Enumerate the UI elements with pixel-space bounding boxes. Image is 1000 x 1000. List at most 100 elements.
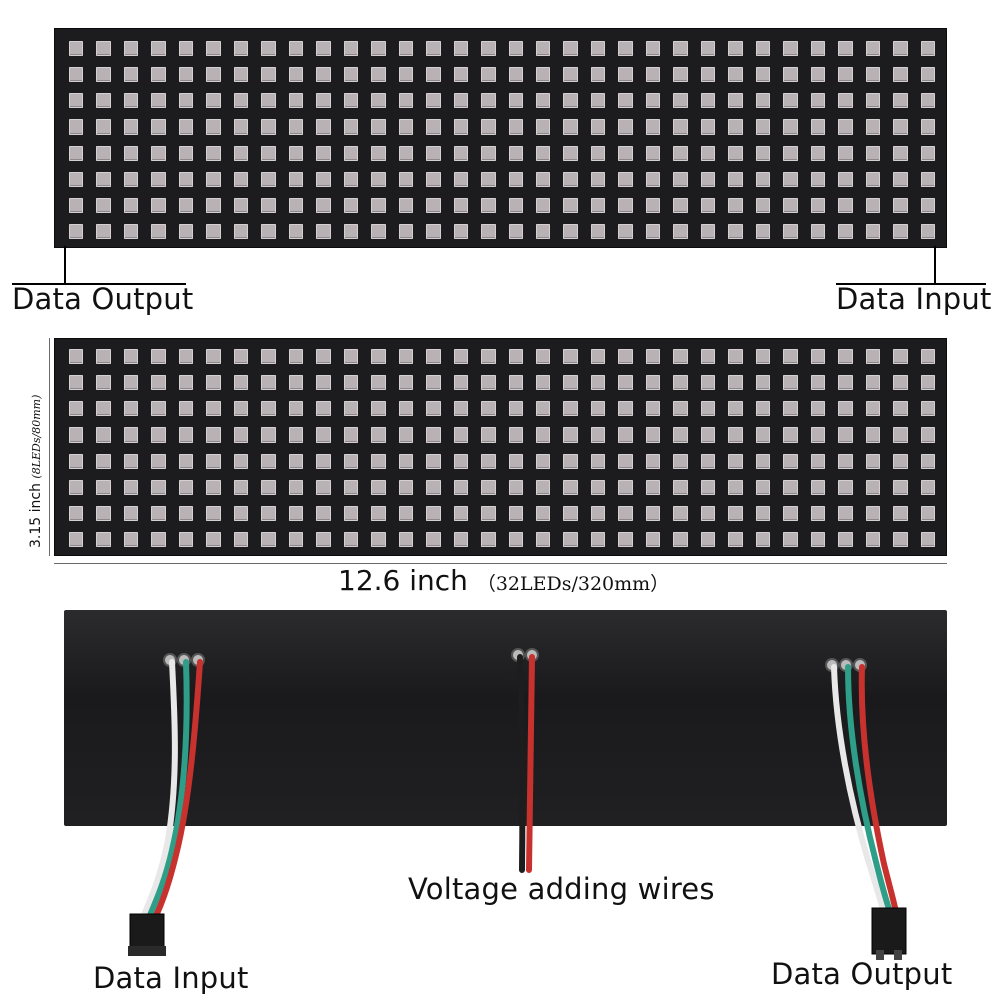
led-pixel xyxy=(563,375,578,391)
led-pixel xyxy=(535,67,551,83)
led-pixel xyxy=(700,171,716,187)
led-pixel xyxy=(563,93,578,109)
led-pixel xyxy=(783,531,798,547)
led-pixel xyxy=(810,41,826,57)
led-pixel xyxy=(123,531,139,547)
led-pixel xyxy=(618,349,633,365)
led-pixel xyxy=(69,349,84,365)
led-pixel xyxy=(755,401,771,417)
led-pixel xyxy=(920,119,935,135)
led-pixel xyxy=(700,67,716,83)
led-pixel xyxy=(865,67,881,83)
led-pixel xyxy=(893,401,908,417)
led-pixel xyxy=(673,41,688,57)
led-pixel xyxy=(535,427,551,443)
led-pixel xyxy=(673,375,688,391)
led-pixel xyxy=(123,145,139,161)
led-pixel xyxy=(343,401,359,417)
led-pixel xyxy=(810,479,826,495)
led-pixel xyxy=(535,145,551,161)
height-dimension-line xyxy=(49,338,50,556)
led-pixel xyxy=(69,171,84,187)
led-pixel xyxy=(673,505,688,521)
led-pixel xyxy=(920,401,935,417)
led-pixel xyxy=(96,349,111,365)
led-pixel xyxy=(535,531,551,547)
led-pixel xyxy=(426,349,441,365)
led-pixel xyxy=(453,427,469,443)
led-pixel xyxy=(893,119,908,135)
led-pixel xyxy=(371,197,386,213)
led-pixel xyxy=(508,401,523,417)
led-pixel xyxy=(453,479,469,495)
led-pixel xyxy=(508,223,523,239)
led-pixel xyxy=(645,375,661,391)
led-pixel xyxy=(206,197,221,213)
led-pixel xyxy=(645,349,661,365)
led-pixel xyxy=(810,531,826,547)
led-pixel xyxy=(645,197,661,213)
led-pixel xyxy=(371,401,386,417)
led-pixel xyxy=(96,531,111,547)
led-pixel xyxy=(371,531,386,547)
led-pixel xyxy=(288,197,304,213)
led-pixel xyxy=(920,375,935,391)
led-pixel xyxy=(645,67,661,83)
led-pixel xyxy=(96,427,111,443)
led-pixel xyxy=(783,349,798,365)
led-pixel xyxy=(700,531,716,547)
led-matrix-middle xyxy=(69,349,935,547)
led-pixel xyxy=(123,67,139,83)
led-pixel xyxy=(728,427,743,443)
led-pixel xyxy=(838,41,853,57)
data-input-label-top: Data Input xyxy=(836,282,992,316)
led-pixel xyxy=(508,93,523,109)
led-pixel xyxy=(481,145,496,161)
led-pixel xyxy=(755,171,771,187)
led-pixel xyxy=(865,427,881,443)
led-pixel xyxy=(316,223,331,239)
led-pixel xyxy=(920,93,935,109)
led-pixel xyxy=(865,349,881,365)
led-pixel xyxy=(398,119,414,135)
led-pixel xyxy=(810,197,826,213)
data-output-label-bottom: Data Output xyxy=(771,957,953,991)
led-pixel xyxy=(810,401,826,417)
back-wiring-illustration xyxy=(128,648,907,960)
led-pixel xyxy=(178,375,194,391)
led-pixel xyxy=(481,375,496,391)
led-pixel xyxy=(508,375,523,391)
led-pixel xyxy=(893,171,908,187)
led-pixel xyxy=(783,171,798,187)
led-pixel xyxy=(453,119,469,135)
led-pixel xyxy=(123,93,139,109)
led-pixel xyxy=(426,479,441,495)
led-pixel xyxy=(69,453,84,469)
led-pixel xyxy=(810,505,826,521)
led-pixel xyxy=(783,119,798,135)
led-pixel xyxy=(673,223,688,239)
led-pixel xyxy=(316,93,331,109)
led-pixel xyxy=(316,453,331,469)
led-pixel xyxy=(206,93,221,109)
led-pixel xyxy=(673,531,688,547)
led-pixel xyxy=(783,197,798,213)
led-pixel xyxy=(728,505,743,521)
left-connector xyxy=(128,913,166,956)
led-pixel xyxy=(645,223,661,239)
led-pixel xyxy=(700,401,716,417)
led-pixel xyxy=(728,67,743,83)
led-pixel xyxy=(261,453,276,469)
led-pixel xyxy=(178,93,194,109)
led-pixel xyxy=(178,171,194,187)
led-pixel xyxy=(261,93,276,109)
led-pixel xyxy=(206,453,221,469)
led-pixel xyxy=(371,453,386,469)
led-pixel xyxy=(426,171,441,187)
led-pixel xyxy=(481,427,496,443)
led-pixel xyxy=(618,93,633,109)
led-pixel xyxy=(426,427,441,443)
height-main-text: 3.15 inch xyxy=(28,483,44,548)
led-pixel xyxy=(151,401,166,417)
led-pixel xyxy=(426,93,441,109)
